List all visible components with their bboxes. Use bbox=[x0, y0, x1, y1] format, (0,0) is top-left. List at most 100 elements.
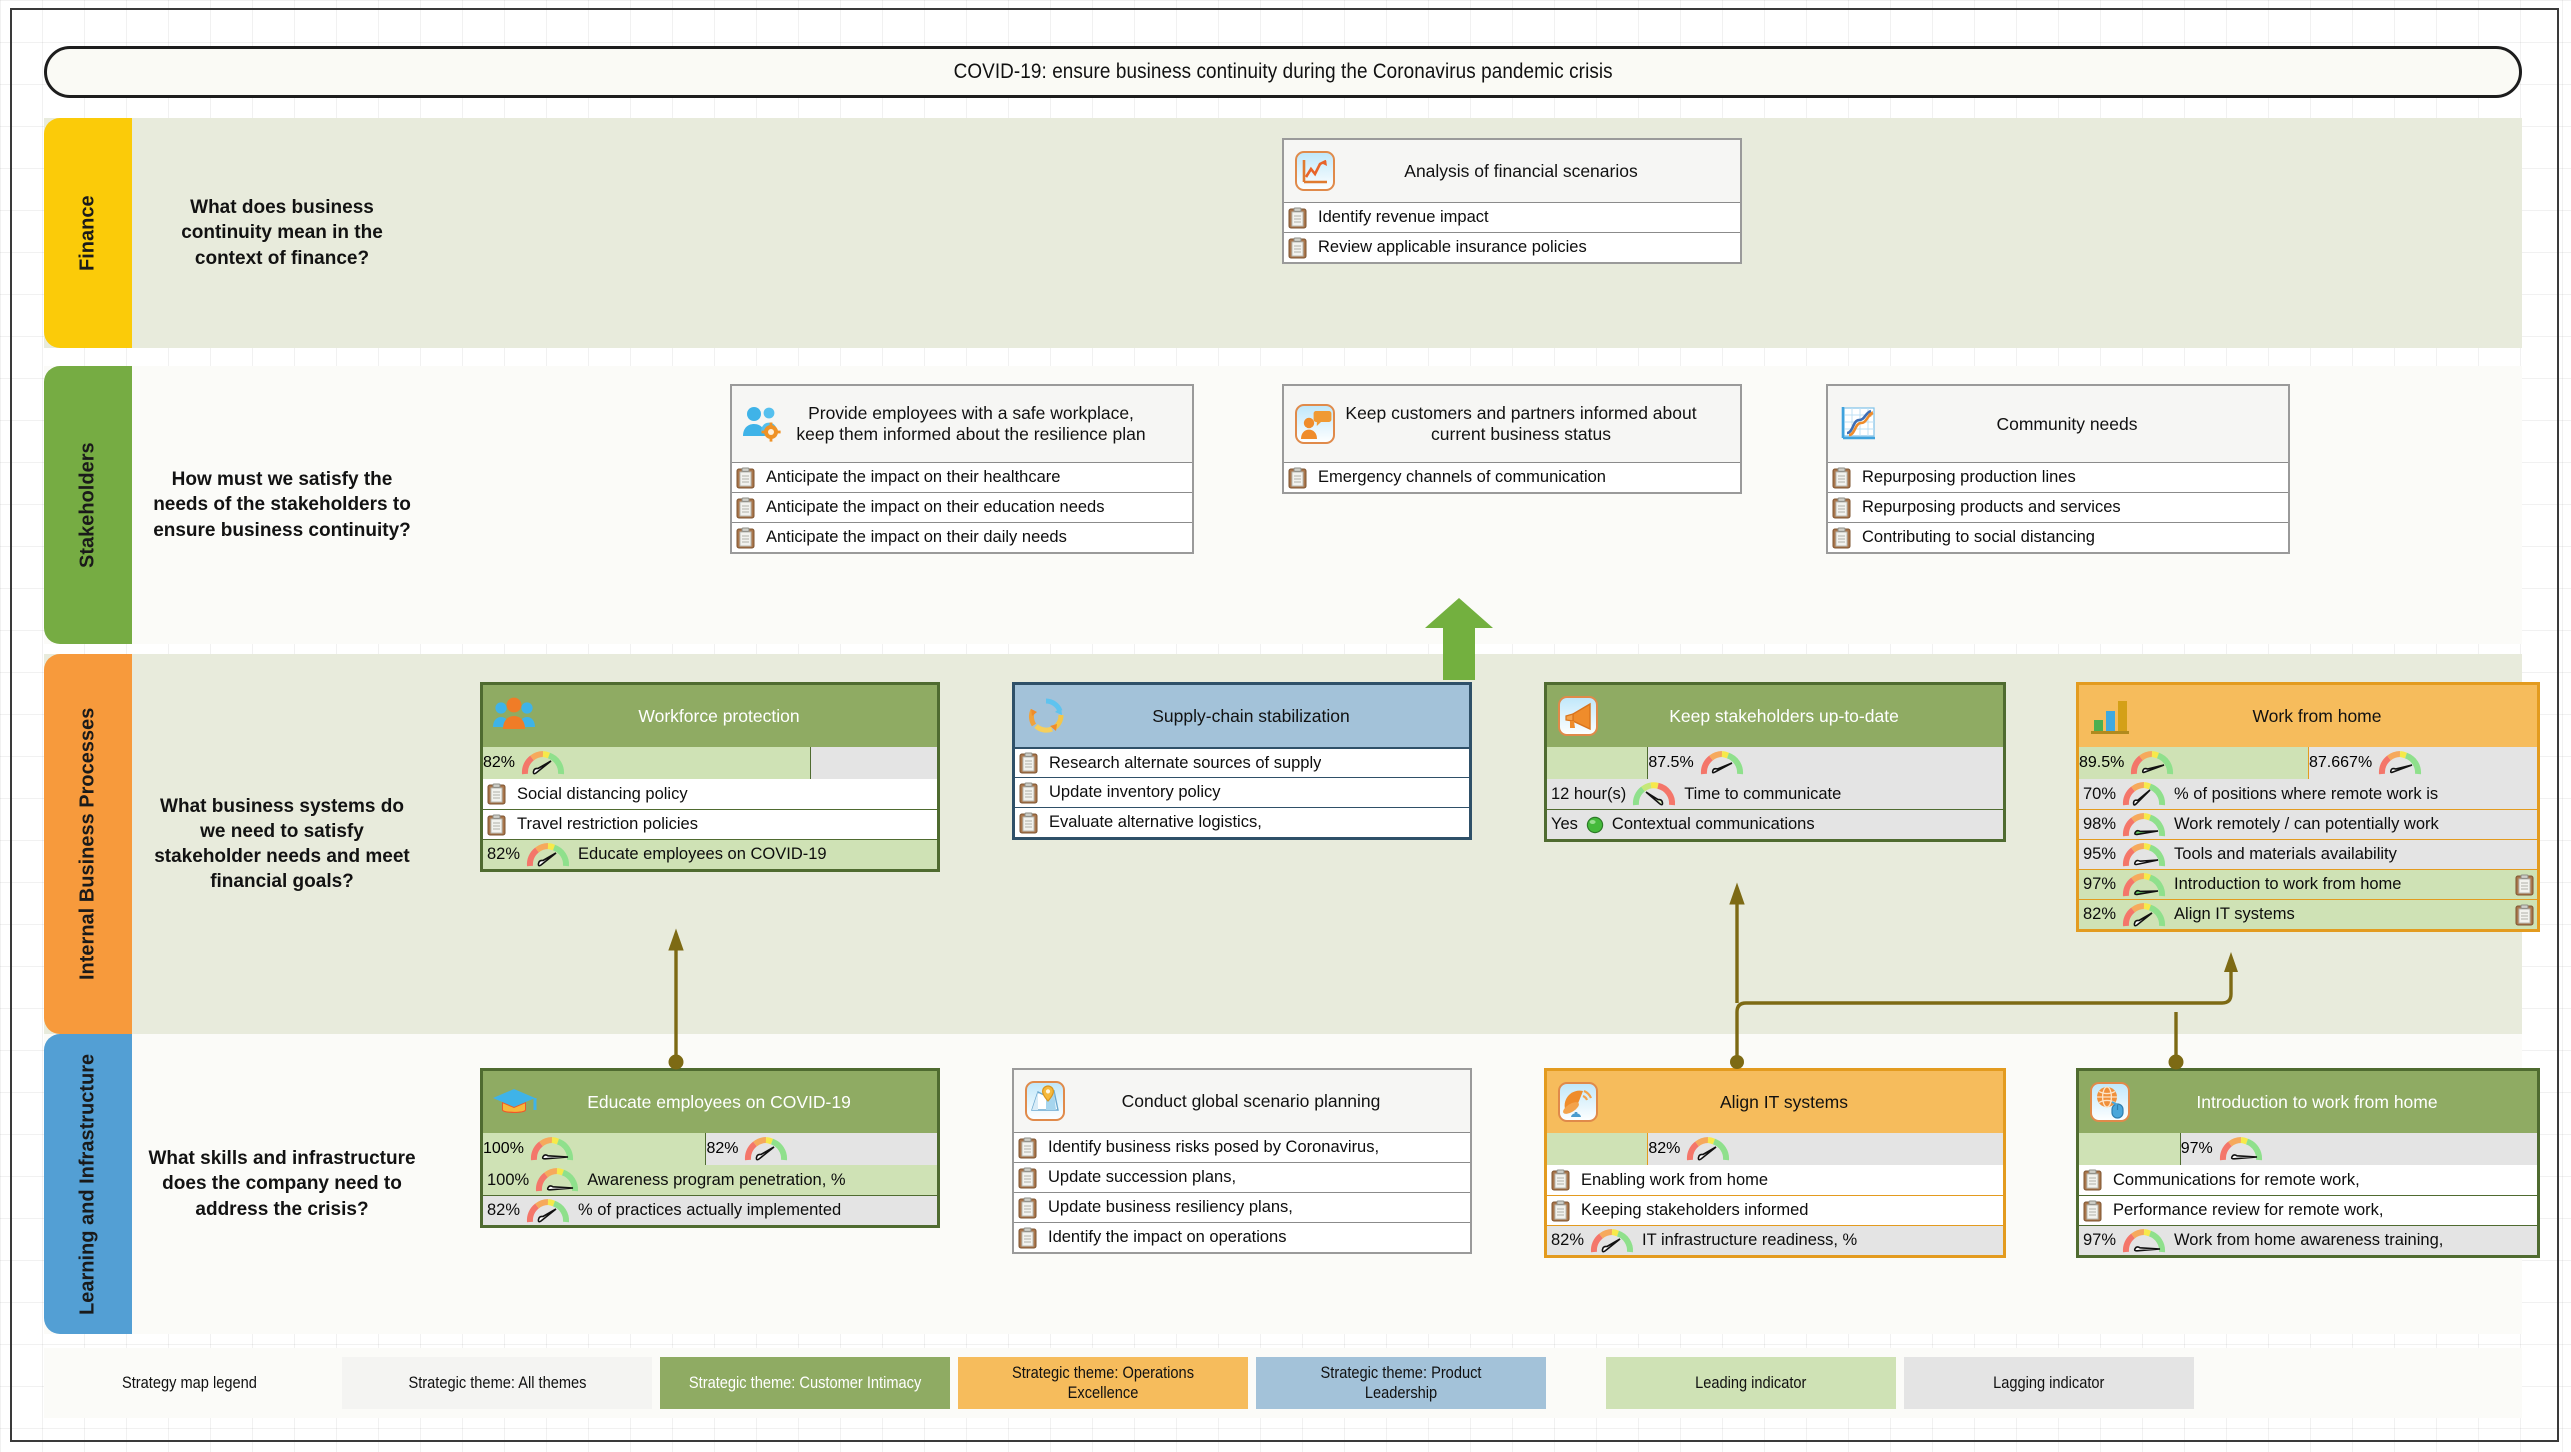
objective-card-introduction-to-work-from-home[interactable]: Introduction to work from home 97% bbox=[2076, 1068, 2540, 1258]
card-header: Work from home bbox=[2079, 685, 2537, 747]
card-header: Analysis of financial scenarios bbox=[1284, 140, 1740, 202]
line-chart-icon bbox=[1292, 148, 1338, 194]
kpi-lagging-summary[interactable]: 87.5% bbox=[1647, 747, 2003, 779]
kpi-label: % of positions where remote work is bbox=[2174, 784, 2439, 803]
perspective-row-learning-and-infrastructure: Learning and Infrastructure What skills … bbox=[44, 1034, 2540, 1334]
kpi-lagging-summary[interactable]: 87.667% bbox=[2308, 747, 2537, 779]
initiative-row[interactable]: Enabling work from home bbox=[1547, 1165, 2003, 1195]
card-header: Supply-chain stabilization bbox=[1015, 685, 1469, 747]
objective-card-supply-chain-stabilization[interactable]: Supply-chain stabilization Research alte… bbox=[1012, 682, 1472, 840]
kpi-row[interactable]: 12 hour(s) Time to communicate bbox=[1547, 779, 2003, 809]
card-header: Align IT systems bbox=[1547, 1071, 2003, 1133]
initiative-row[interactable]: Performance review for remote work, bbox=[2079, 1195, 2537, 1225]
kpi-row[interactable]: 82% Align IT systems bbox=[2079, 899, 2537, 929]
kpi-leading-summary[interactable] bbox=[1547, 747, 1648, 779]
objective-card-financial-scenarios[interactable]: Analysis of financial scenarios Identify… bbox=[1282, 138, 1742, 264]
objective-card-keep-customers-informed[interactable]: Keep customers and partners informed abo… bbox=[1282, 384, 1742, 494]
card-header: Workforce protection bbox=[483, 685, 937, 747]
initiative-row[interactable]: Emergency channels of communication bbox=[1284, 462, 1740, 492]
gauge-icon bbox=[1632, 781, 1676, 807]
initiative-label: Repurposing production lines bbox=[1862, 468, 2076, 486]
gauge-icon bbox=[521, 750, 565, 776]
legend-item-customer-intimacy[interactable]: Strategic theme: Customer Intimacy bbox=[660, 1357, 950, 1409]
card-title: Educate employees on COVID-19 bbox=[587, 1091, 851, 1112]
initiative-row[interactable]: Repurposing production lines bbox=[1828, 462, 2288, 492]
initiative-row[interactable]: Social distancing policy bbox=[483, 779, 937, 809]
gauge-icon bbox=[2122, 872, 2166, 898]
map-title-text: COVID-19: ensure business continuity dur… bbox=[953, 60, 1613, 83]
initiative-row[interactable]: Communications for remote work, bbox=[2079, 1165, 2537, 1195]
initiative-row[interactable]: Anticipate the impact on their healthcar… bbox=[732, 462, 1192, 492]
initiative-row[interactable]: Identify the impact on operations bbox=[1014, 1222, 1470, 1252]
initiative-row[interactable]: Review applicable insurance policies bbox=[1284, 232, 1740, 262]
objective-card-community-needs[interactable]: Community needs Repurposing production l… bbox=[1826, 384, 2290, 554]
kpi-row[interactable]: 97% Work from home awareness training, bbox=[2079, 1225, 2537, 1255]
gauge-icon bbox=[526, 1198, 570, 1224]
card-header: Provide employees with a safe workplace,… bbox=[732, 386, 1192, 462]
kpi-row[interactable]: Yes Contextual communications bbox=[1547, 809, 2003, 839]
legend-item-lagging-indicator[interactable]: Lagging indicator bbox=[1904, 1357, 2194, 1409]
gauge-icon bbox=[1590, 1228, 1634, 1254]
initiative-row[interactable]: Evaluate alternative logistics, bbox=[1015, 807, 1469, 837]
kpi-lagging-summary[interactable]: 97% bbox=[2179, 1133, 2537, 1165]
legend-item-product-leadership[interactable]: Strategic theme: Product Leadership bbox=[1256, 1357, 1546, 1409]
initiative-row[interactable]: Identify business risks posed by Coronav… bbox=[1014, 1132, 1470, 1162]
kpi-value: 87.667% bbox=[2309, 754, 2373, 771]
objective-card-educate-employees[interactable]: Educate employees on COVID-19 100% bbox=[480, 1068, 940, 1228]
kpi-lagging-summary[interactable]: 82% bbox=[1647, 1133, 2003, 1165]
kpi-row[interactable]: 82% Educate employees on COVID-19 bbox=[483, 839, 937, 869]
initiative-row[interactable]: Travel restriction policies bbox=[483, 809, 937, 839]
perspective-label-learning: Learning and Infrastructure bbox=[76, 1053, 99, 1315]
initiative-row[interactable]: Identify revenue impact bbox=[1284, 202, 1740, 232]
kpi-row[interactable]: 82% IT infrastructure readiness, % bbox=[1547, 1225, 2003, 1255]
kpi-row[interactable]: 70% % of positions where remote work is bbox=[2079, 779, 2537, 809]
perspective-question-learning: What skills and infrastructure does the … bbox=[148, 1148, 416, 1220]
kpi-row[interactable]: 98% Work remotely / can potentially work bbox=[2079, 809, 2537, 839]
kpi-leading-summary[interactable]: 100% bbox=[483, 1133, 706, 1165]
initiative-label: Update inventory policy bbox=[1049, 783, 1221, 801]
objective-card-work-from-home[interactable]: Work from home 89.5% bbox=[2076, 682, 2540, 932]
kpi-value: 82% bbox=[483, 754, 516, 771]
kpi-row[interactable]: 100% Awareness program penetration, % bbox=[483, 1165, 937, 1195]
legend-item-leading-indicator[interactable]: Leading indicator bbox=[1606, 1357, 1896, 1409]
initiative-row[interactable]: Update business resiliency plans, bbox=[1014, 1192, 1470, 1222]
kpi-leading-summary[interactable] bbox=[1547, 1133, 1648, 1165]
refresh-cycle-icon bbox=[1023, 693, 1069, 739]
initiative-label: Identify the impact on operations bbox=[1048, 1228, 1287, 1246]
objective-card-keep-stakeholders-up-to-date[interactable]: Keep stakeholders up-to-date 87.5% bbox=[1544, 682, 2006, 842]
perspective-row-stakeholders: Stakeholders How must we satisfy the nee… bbox=[44, 366, 2522, 644]
initiative-row[interactable]: Anticipate the impact on their education… bbox=[732, 492, 1192, 522]
legend-item-all-themes[interactable]: Strategic theme: All themes bbox=[342, 1357, 652, 1409]
kpi-row[interactable]: 95% Tools and materials availability bbox=[2079, 839, 2537, 869]
kpi-row[interactable]: 97% Introduction to work from home bbox=[2079, 869, 2537, 899]
card-header: Educate employees on COVID-19 bbox=[483, 1071, 937, 1133]
initiative-label: Identify revenue impact bbox=[1318, 208, 1489, 226]
objective-card-workforce-protection[interactable]: Workforce protection 82% bbox=[480, 682, 940, 872]
initiative-row[interactable]: Contributing to social distancing bbox=[1828, 522, 2288, 552]
initiative-row[interactable]: Keeping stakeholders informed bbox=[1547, 1195, 2003, 1225]
kpi-leading-summary[interactable]: 82% bbox=[483, 747, 810, 779]
legend-item-operations-excellence[interactable]: Strategic theme: Operations Excellence bbox=[958, 1357, 1248, 1409]
clipboard-icon bbox=[1014, 1137, 1040, 1159]
initiative-label: Research alternate sources of supply bbox=[1049, 753, 1322, 772]
initiative-row[interactable]: Research alternate sources of supply bbox=[1015, 747, 1469, 777]
perspective-label-finance: Finance bbox=[76, 195, 99, 271]
objective-card-align-it-systems[interactable]: Align IT systems 82% bbox=[1544, 1068, 2006, 1258]
initiative-row[interactable]: Update inventory policy bbox=[1015, 777, 1469, 807]
card-title: Introduction to work from home bbox=[2196, 1091, 2438, 1112]
card-header: Conduct global scenario planning bbox=[1014, 1070, 1470, 1132]
initiative-label: Communications for remote work, bbox=[2113, 1170, 2360, 1189]
objective-card-scenario-planning[interactable]: Conduct global scenario planning Identif… bbox=[1012, 1068, 1472, 1254]
initiative-row[interactable]: Update succession plans, bbox=[1014, 1162, 1470, 1192]
kpi-value: 89.5% bbox=[2079, 754, 2125, 771]
kpi-value: 82% bbox=[1551, 1231, 1585, 1249]
initiative-row[interactable]: Repurposing products and services bbox=[1828, 492, 2288, 522]
kpi-row[interactable]: 82% % of practices actually implemented bbox=[483, 1195, 937, 1225]
kpi-leading-summary[interactable] bbox=[2079, 1133, 2180, 1165]
kpi-lagging-summary[interactable] bbox=[809, 747, 937, 779]
objective-card-safe-workplace[interactable]: Provide employees with a safe workplace,… bbox=[730, 384, 1194, 554]
card-title: Align IT systems bbox=[1719, 1091, 1849, 1112]
kpi-lagging-summary[interactable]: 82% bbox=[705, 1133, 937, 1165]
kpi-leading-summary[interactable]: 89.5% bbox=[2079, 747, 2308, 779]
initiative-row[interactable]: Anticipate the impact on their daily nee… bbox=[732, 522, 1192, 552]
